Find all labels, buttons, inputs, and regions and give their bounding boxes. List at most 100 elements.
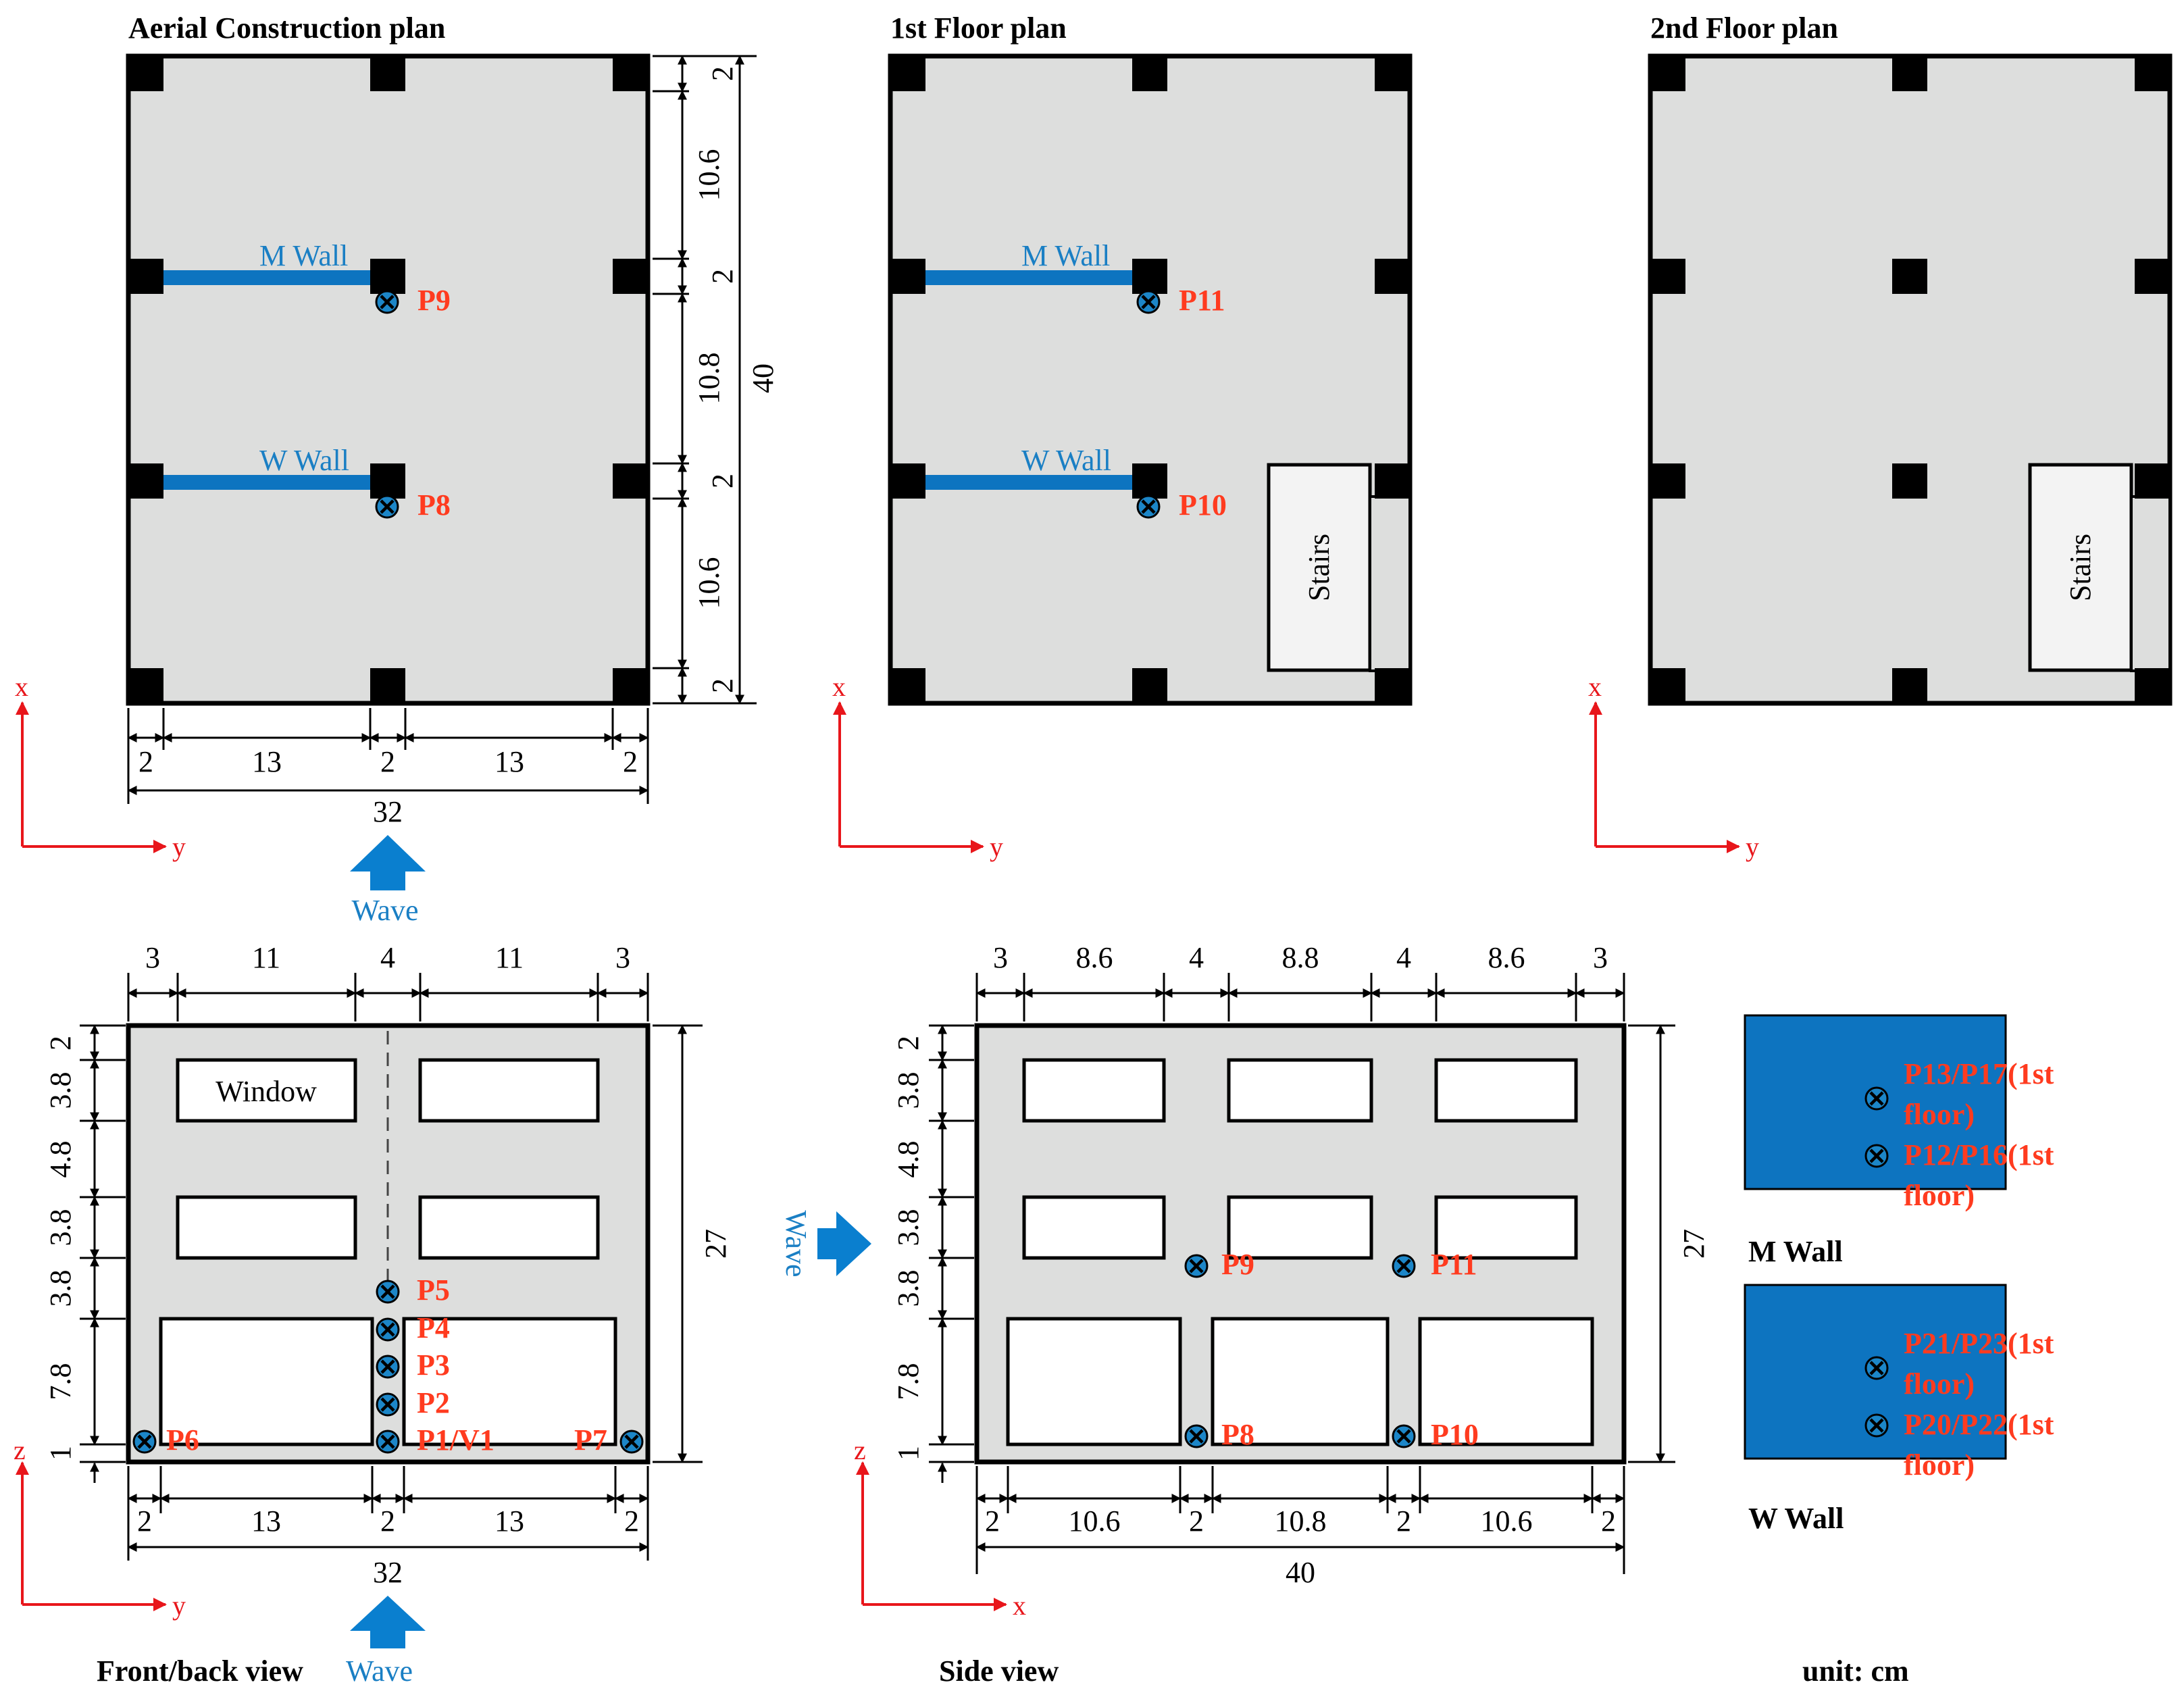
sensor-marker-p3 [377,1356,399,1378]
dim-label: 7.8 [892,1363,925,1400]
point-label-p9-plan: P9 [417,284,451,317]
point-label-p10: P10 [1431,1418,1479,1451]
dim-label: 3 [993,941,1008,974]
axis-x-label: x [1013,1590,1026,1621]
point-label-m-bottom-cont: floor) [1904,1179,1975,1212]
point-label-p2: P2 [417,1386,450,1419]
point-label-p10-plan: P10 [1179,488,1227,522]
front-dims-right [653,1024,703,1463]
dim-label: 2 [1189,1505,1204,1538]
axis-z-label: z [14,1435,26,1465]
aerial-dims-bottom [127,708,649,804]
sensor-marker-p20 [1866,1415,1887,1436]
dim-label: 2 [138,745,153,778]
point-label-w-top: P21/P23(1st [1904,1327,2054,1360]
point-label-p3: P3 [417,1348,450,1382]
dim-label: 8.6 [1488,941,1525,974]
dim-label: 2 [624,1505,639,1538]
dim-label: 10.8 [1275,1505,1327,1538]
aerial-columns [128,56,648,703]
dim-label: 1 [892,1446,925,1461]
dim-label: 3.8 [44,1072,77,1109]
point-label-p9: P9 [1221,1248,1254,1281]
axis-y-label: y [1746,832,1759,862]
sensor-marker-p13 [1866,1088,1887,1109]
wave-arrow-icon [817,1211,871,1276]
dim-label: 13 [252,745,282,778]
sensor-marker-p6 [134,1431,155,1452]
axis-x-label: x [1588,672,1602,702]
sensor-marker-p4 [377,1319,399,1340]
dim-label: 3.8 [892,1209,925,1246]
axis-x-label: x [832,672,846,702]
side-dims-right [1628,1024,1675,1463]
dim-label: 2 [706,66,739,81]
stairs-landing [1369,495,1411,672]
axis-y-label: y [172,832,186,862]
axes-icon [16,1461,167,1611]
dim-label: 3 [145,941,160,974]
axis-z-label: z [854,1435,866,1465]
first-w-wall [925,475,1132,490]
dim-label: 4 [380,941,395,974]
dim-label: 13 [251,1505,281,1538]
dim-label: 2 [44,1036,77,1051]
dim-label: 4.8 [892,1141,925,1178]
wave-label-side: Wave [780,1210,813,1277]
aerial-w-wall [163,475,370,490]
point-label-p8-plan: P8 [417,488,451,522]
dim-label: 10.6 [1481,1505,1533,1538]
axes-icon [856,1461,1007,1611]
sensor-marker-p10-plan [1138,496,1159,517]
aerial-w-wall-label: W Wall [259,444,349,477]
stairs-label: Stairs [2064,534,2097,601]
side-dims-top [975,973,1625,1021]
dim-label: 2 [1396,1505,1411,1538]
aerial-m-wall-label: M Wall [259,239,348,272]
wall-details: P13/P17(1st floor) P12/P16(1st floor) M … [1744,1014,2054,1688]
point-label-p4: P4 [417,1311,450,1344]
side-view-title: Side view [939,1654,1059,1688]
dim-height: 27 [1677,1229,1710,1259]
wave-arrow-icon [350,835,426,890]
dim-label: 4.8 [44,1141,77,1178]
dim-label: 3 [615,941,630,974]
dim-label: 2 [706,269,739,284]
first-floor-title: 1st Floor plan [890,11,1067,45]
axis-y-label: y [990,832,1003,862]
axes-icon [16,701,167,853]
aerial-dims-right [653,55,757,705]
dim-label: 10.6 [692,557,726,609]
sensor-marker-p8-plan [376,496,398,517]
axes-icon [1589,701,1740,853]
first-w-wall-label: W Wall [1021,444,1111,477]
sensor-marker-p5 [377,1281,399,1303]
dim-label: 8.8 [1282,941,1319,974]
point-label-p6: P6 [166,1423,199,1457]
axis-x-label: x [15,672,28,702]
dim-label: 7.8 [44,1363,77,1400]
second-floor-columns [1650,56,2170,703]
stairs-landing [2130,495,2171,672]
front-dims-left [80,1024,126,1483]
dim-label: 2 [706,474,739,488]
dim-label: 11 [252,941,280,974]
first-m-wall [925,270,1132,285]
dim-label: 2 [380,745,395,778]
front-windows [159,1058,617,1446]
point-label-m-top: P13/P17(1st [1904,1057,2054,1090]
first-floor-plan: 1st Floor plan Stairs M Wall W Wall P11 … [832,11,1413,862]
dim-label: 3.8 [44,1270,77,1307]
dim-label: 3.8 [892,1072,925,1109]
dim-label: 4 [1189,941,1204,974]
dim-label: 11 [495,941,524,974]
w-wall-title: W Wall [1748,1502,1844,1535]
point-label-p7: P7 [574,1423,607,1457]
point-label-p11-plan: P11 [1179,284,1225,317]
first-m-wall-label: M Wall [1021,239,1110,272]
stairs-label: Stairs [1302,534,1336,601]
dim-label: 1 [44,1446,77,1461]
sensor-marker-p12 [1866,1145,1887,1167]
axes-icon [833,701,984,853]
